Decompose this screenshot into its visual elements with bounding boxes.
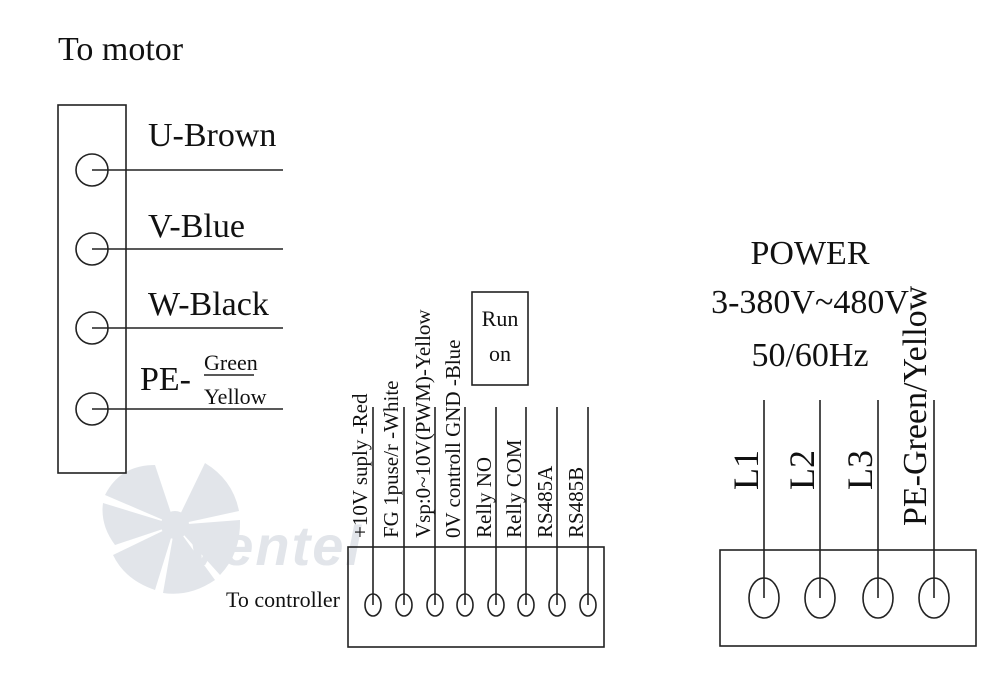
fan-icon	[102, 463, 241, 594]
controller-wire-label-8: RS485B	[564, 467, 588, 538]
controller-terminal-8	[579, 407, 597, 617]
controller-terminal-4	[456, 407, 474, 617]
power-terminal-block	[719, 549, 977, 647]
controller-wire-label-4: 0V controll GND -Blue	[441, 339, 465, 538]
motor-terminal-v	[75, 232, 283, 266]
motor-terminal-pe	[75, 392, 283, 426]
controller-terminal-6	[517, 407, 535, 617]
power-terminal-l1	[748, 400, 780, 619]
watermark-logo: Ventel	[102, 463, 363, 594]
motor-title: To motor	[58, 31, 184, 68]
motor-pe-prefix: PE-	[140, 361, 191, 398]
power-terminal-pe	[918, 400, 950, 619]
controller-terminal-1	[364, 407, 382, 617]
controller-terminal-2	[395, 407, 413, 617]
controller-terminal-7	[548, 407, 566, 617]
power-wire-label-l2: L2	[782, 450, 822, 490]
controller-label: To controller	[226, 587, 341, 612]
power-frequency: 50/60Hz	[751, 337, 868, 374]
motor-wire-label-v: V-Blue	[148, 208, 245, 245]
power-terminal-l3	[862, 400, 894, 619]
watermark-text: Ventel	[185, 514, 363, 577]
power-wire-label-pe: PE-Green/Yellow	[897, 285, 934, 526]
run-on-line1: Run	[482, 306, 519, 331]
power-wire-label-l1: L1	[726, 450, 766, 490]
controller-terminal-3	[426, 407, 444, 617]
controller-wire-label-6: Relly COM	[502, 439, 526, 538]
controller-terminals	[364, 407, 597, 617]
motor-terminal-box	[57, 104, 127, 474]
controller-wire-label-2: FG 1puse/r -White	[379, 381, 403, 538]
controller-terminal-5	[487, 407, 505, 617]
power-title: POWER	[751, 235, 870, 272]
run-on-box	[471, 291, 529, 386]
motor-pe-green: Green	[204, 350, 258, 375]
controller-terminal-block	[347, 546, 605, 648]
motor-wire-label-w: W-Black	[148, 286, 269, 323]
power-terminal-l2	[804, 400, 836, 619]
controller-wire-label-3: Vsp:0~10V(PWM)-Yellow	[411, 309, 435, 538]
run-on-line2: on	[489, 341, 511, 366]
controller-wire-label-7: RS485A	[533, 465, 557, 538]
motor-terminal-u	[75, 153, 283, 187]
power-voltage: 3-380V~480V	[711, 284, 909, 321]
power-wire-label-l3: L3	[840, 450, 880, 490]
controller-wire-label-5: Relly NO	[472, 457, 496, 538]
motor-wire-label-u: U-Brown	[148, 117, 276, 154]
motor-terminal-w	[75, 311, 283, 345]
motor-pe-yellow: Yellow	[204, 384, 267, 409]
controller-wire-label-1: +10V suply -Red	[348, 393, 372, 538]
